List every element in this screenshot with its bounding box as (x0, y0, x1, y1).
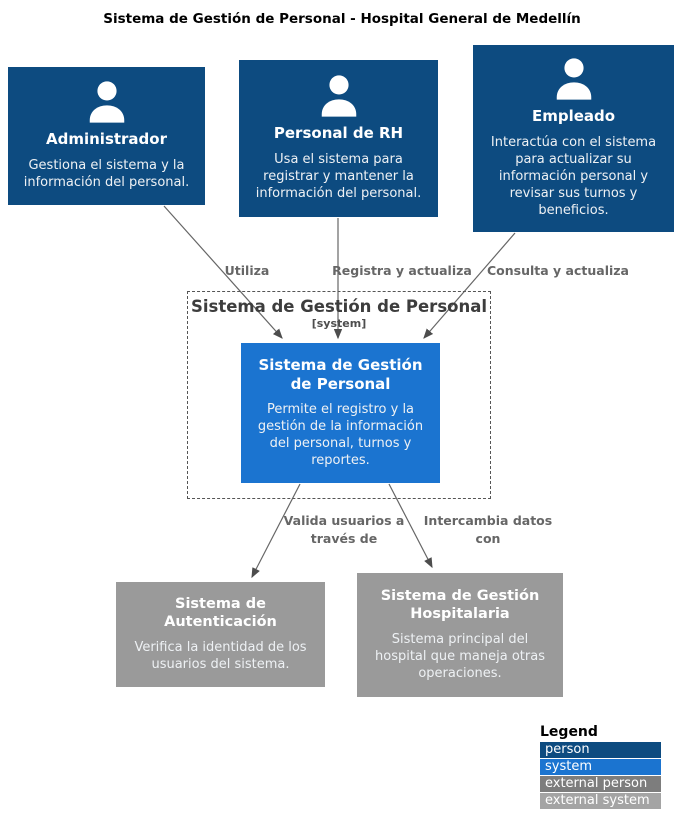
boundary-title: Sistema de Gestión de Personal (190, 297, 488, 316)
node-description: Usa el sistema para registrar y mantener… (255, 152, 422, 201)
node-personal-de-rh: Personal de RH Usa el sistema para regis… (239, 60, 438, 217)
node-description: Gestiona el sistema y la información del… (23, 157, 190, 190)
node-description: Permite el registro y la gestión de la i… (257, 402, 424, 469)
relation-label-registra: Registra y actualiza (332, 263, 472, 278)
arrow-empleado-to-system (423, 232, 516, 339)
arrow-system-to-hospital (388, 483, 433, 569)
person-icon (556, 58, 591, 100)
node-sistema-gestion-hospitalaria: Sistema de Gestión Hospitalaria Sistema … (357, 573, 563, 697)
node-title: Sistema de Gestión de Personal (258, 355, 423, 393)
node-title: Sistema de Autenticación (164, 595, 277, 631)
legend-item-system: system (540, 759, 661, 775)
system-boundary: Sistema de Gestión de Personal [system] (187, 291, 491, 499)
legend-item-external-person: external person (540, 776, 661, 792)
boundary-subtitle: [system] (311, 317, 367, 330)
node-description: Interactúa con el sistema para actualiza… (490, 135, 657, 218)
diagram-title: Sistema de Gestión de Personal - Hospita… (103, 11, 581, 27)
node-title: Personal de RH (273, 124, 404, 143)
node-description: Verifica la identidad de los usuarios de… (134, 640, 307, 673)
legend-item-external-system: external system (540, 793, 661, 809)
node-empleado: Empleado Interactúa con el sistema para … (473, 45, 674, 232)
node-title: Empleado (531, 107, 616, 126)
legend-title: Legend (540, 724, 598, 740)
node-sistema-gestion-personal: Sistema de Gestión de Personal Permite e… (241, 343, 440, 483)
node-title: Sistema de Gestión Hospitalaria (380, 588, 540, 623)
person-icon (321, 75, 356, 117)
arrow-admin-to-system (163, 205, 283, 339)
relation-label-consulta: Consulta y actualiza (487, 263, 629, 278)
node-title: Administrador (46, 130, 167, 149)
relation-label-intercambia: Intercambia datos con (423, 513, 553, 546)
legend: Legend person system external person ext… (540, 724, 661, 810)
person-icon (89, 81, 124, 123)
node-sistema-autenticacion: Sistema de Autenticación Verifica la ide… (116, 582, 325, 687)
relation-label-utiliza: Utiliza (224, 263, 270, 278)
legend-item-person: person (540, 742, 661, 758)
arrow-system-to-auth (251, 483, 301, 579)
node-description: Sistema principal del hospital que manej… (375, 632, 545, 682)
node-administrador: Administrador Gestiona el sistema y la i… (8, 67, 205, 205)
relation-label-valida: Valida usuarios a través de (283, 513, 405, 546)
